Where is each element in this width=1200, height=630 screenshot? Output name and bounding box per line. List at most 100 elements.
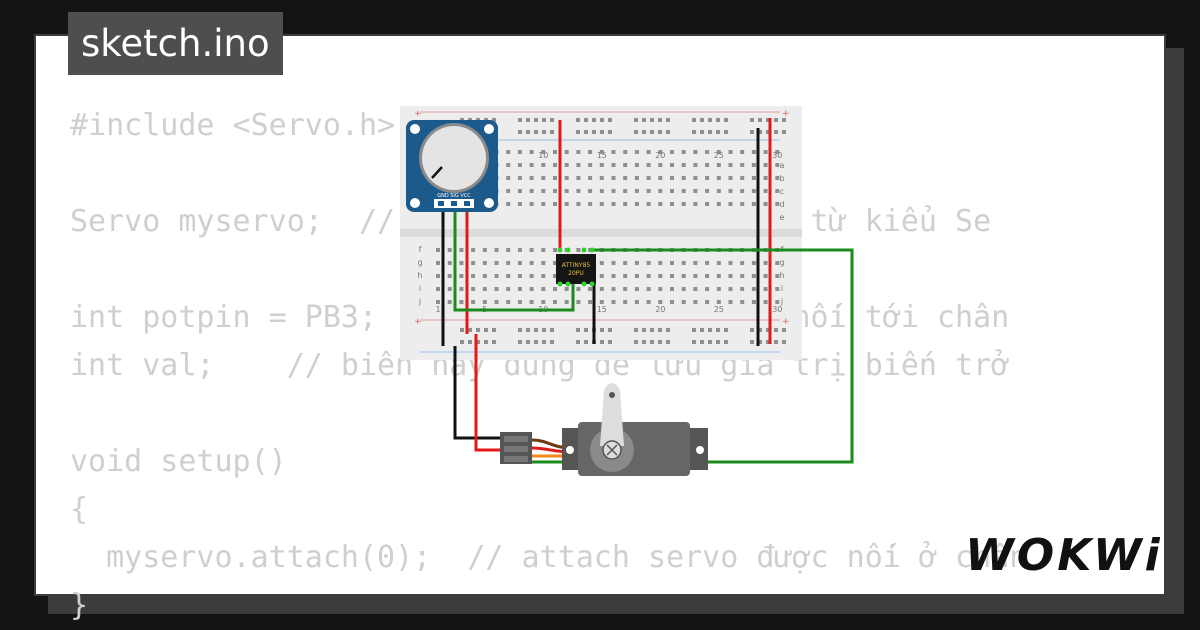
breadboard-hole — [484, 130, 488, 134]
breadboard-hole — [724, 118, 728, 122]
breadboard-hole — [751, 176, 756, 180]
breadboard-hole — [550, 340, 554, 344]
breadboard-hole — [700, 118, 704, 122]
breadboard-hole — [740, 176, 745, 180]
breadboard-hole — [670, 163, 674, 167]
breadboard-hole — [666, 340, 670, 344]
breadboard-hole — [693, 287, 698, 291]
breadboard-hole — [447, 163, 452, 167]
breadboard-hole — [763, 163, 768, 167]
breadboard-hole — [471, 274, 476, 278]
breadboard-hole — [658, 118, 662, 122]
breadboard-hole — [774, 130, 778, 134]
breadboard-hole — [564, 202, 569, 206]
breadboard-hole — [482, 274, 487, 278]
breadboard-hole — [740, 248, 745, 252]
breadboard-hole — [564, 287, 569, 291]
breadboard-hole — [529, 248, 534, 252]
breadboard-hole — [728, 300, 733, 304]
breadboard-hole — [484, 340, 488, 344]
breadboard-hole — [588, 150, 593, 154]
breadboard-hole — [634, 328, 638, 332]
breadboard-hole — [529, 202, 534, 206]
breadboard-hole — [576, 300, 581, 304]
breadboard-label: 25 — [714, 151, 724, 160]
breadboard-hole — [541, 287, 546, 291]
breadboard-hole — [517, 287, 522, 291]
breadboard-hole — [541, 150, 546, 154]
breadboard-hole — [494, 150, 499, 154]
breadboard-hole — [763, 261, 768, 265]
breadboard-hole — [775, 163, 780, 167]
breadboard-hole — [751, 287, 756, 291]
breadboard-hole — [658, 274, 663, 278]
breadboard-hole — [471, 176, 476, 180]
breadboard-hole — [740, 163, 745, 167]
breadboard-hole — [681, 202, 686, 206]
breadboard-hole — [482, 300, 487, 304]
breadboard-hole — [634, 300, 639, 304]
breadboard-hole — [681, 287, 686, 291]
breadboard-hole — [681, 189, 686, 193]
breadboard-hole — [468, 340, 472, 344]
breadboard-hole — [716, 150, 721, 154]
breadboard-hole — [766, 118, 770, 122]
breadboard-hole — [459, 274, 464, 278]
breadboard-hole — [471, 163, 476, 167]
breadboard-hole — [564, 163, 569, 167]
breadboard-hole — [494, 287, 499, 291]
breadboard-hole — [459, 189, 464, 193]
breadboard-hole — [611, 274, 616, 278]
breadboard-hole — [646, 300, 651, 304]
breadboard-hole — [468, 130, 472, 134]
breadboard-hole — [506, 202, 511, 206]
breadboard-hole — [751, 150, 756, 154]
breadboard-hole — [584, 328, 588, 332]
breadboard-hole — [506, 163, 511, 167]
breadboard-hole — [599, 300, 604, 304]
breadboard-hole — [588, 248, 593, 252]
breadboard-hole — [471, 150, 476, 154]
breadboard-hole — [518, 118, 522, 122]
breadboard-hole — [774, 328, 778, 332]
breadboard-label: 5 — [482, 305, 487, 314]
breadboard-label: h — [779, 271, 784, 280]
breadboard-hole — [716, 287, 721, 291]
breadboard-hole — [460, 340, 464, 344]
breadboard-hole — [599, 261, 604, 265]
breadboard-label: 25 — [714, 305, 724, 314]
breadboard-hole — [634, 261, 639, 265]
breadboard-hole — [600, 340, 604, 344]
breadboard-hole — [517, 274, 522, 278]
breadboard-hole — [542, 328, 546, 332]
breadboard-hole — [650, 130, 654, 134]
breadboard-hole — [541, 248, 546, 252]
breadboard-hole — [705, 300, 710, 304]
breadboard-hole — [576, 274, 581, 278]
breadboard-hole — [494, 300, 499, 304]
breadboard-hole — [526, 328, 530, 332]
breadboard-hole — [506, 300, 511, 304]
breadboard-hole — [708, 328, 712, 332]
breadboard-hole — [650, 328, 654, 332]
breadboard-hole — [766, 130, 770, 134]
breadboard-hole — [471, 248, 476, 252]
code-line: void setup() — [70, 444, 287, 479]
breadboard-hole — [716, 248, 721, 252]
breadboard-hole — [750, 118, 754, 122]
breadboard-hole — [436, 274, 440, 278]
breadboard-hole — [775, 150, 780, 154]
breadboard-hole — [608, 340, 612, 344]
breadboard-hole — [782, 130, 786, 134]
breadboard-hole — [692, 118, 696, 122]
breadboard-hole — [482, 176, 487, 180]
breadboard-hole — [774, 118, 778, 122]
breadboard-hole — [693, 202, 698, 206]
breadboard-hole — [728, 150, 733, 154]
breadboard-hole — [658, 150, 663, 154]
breadboard-hole — [646, 287, 651, 291]
breadboard-hole — [550, 328, 554, 332]
breadboard-hole — [482, 202, 487, 206]
breadboard-hole — [670, 300, 674, 304]
breadboard-hole — [670, 189, 674, 193]
